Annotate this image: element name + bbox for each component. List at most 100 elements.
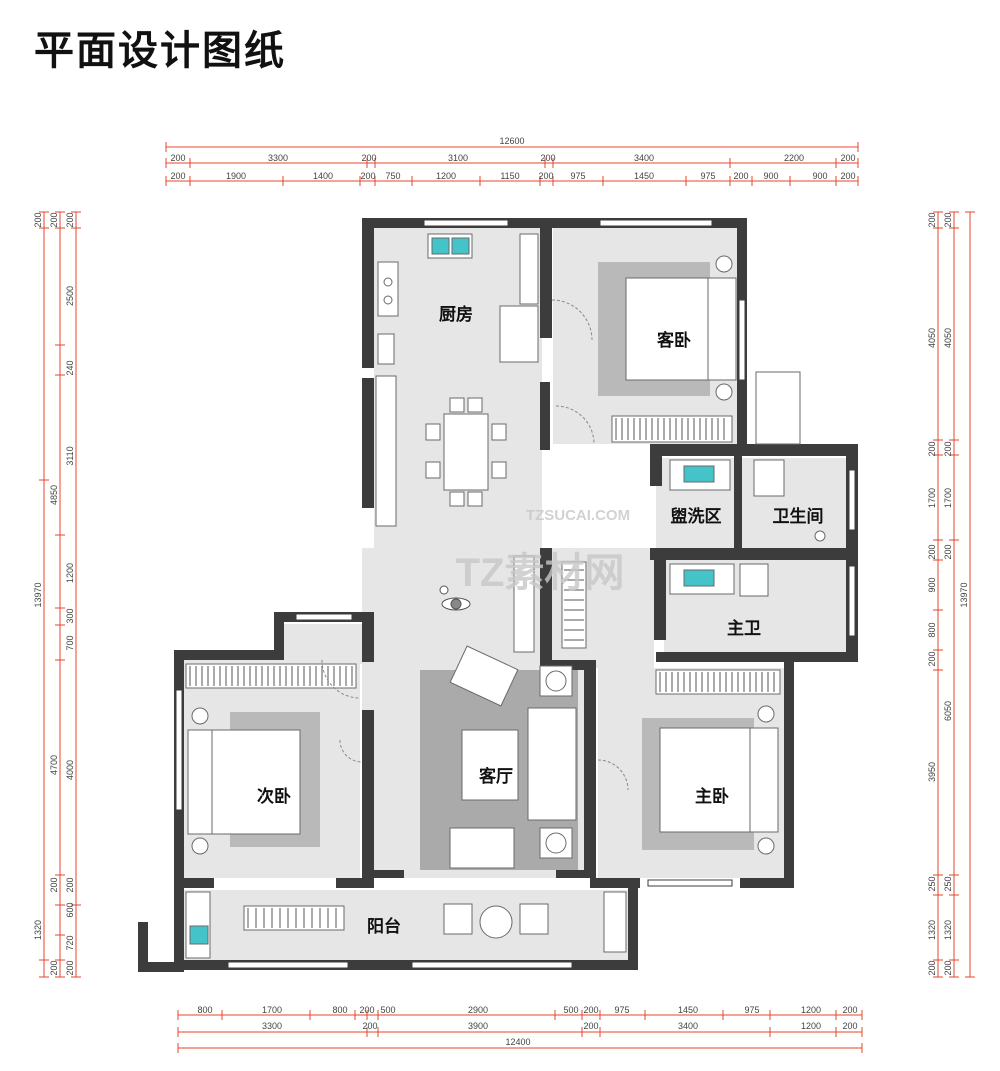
lounge-chair [443, 903, 473, 935]
dim-label: 200 [583, 1005, 598, 1015]
plant [545, 670, 567, 692]
wall [174, 650, 284, 660]
right-dimensions: 200 4050 200 1700 200 900 800 200 6050 3… [927, 212, 969, 975]
balcony-shelf [603, 891, 627, 953]
plant [545, 832, 567, 854]
wall [362, 378, 374, 508]
dim-label: 800 [927, 622, 937, 637]
dimension-lines [43, 146, 971, 1049]
dim-label: 1320 [927, 920, 937, 940]
headboard [707, 277, 737, 381]
dim-label: 200 [927, 544, 937, 559]
dim-label: 200 [943, 441, 953, 456]
room-label-guest-bedroom: 客卧 [656, 330, 691, 351]
window [647, 879, 733, 887]
dim-label: 200 [842, 1021, 857, 1031]
dim-label: 200 [170, 153, 185, 163]
pantry [519, 233, 539, 305]
dim-label: 700 [65, 635, 75, 650]
door-swing [339, 739, 363, 763]
top-dimensions: 12600 200 3300 200 3100 200 3400 2200 20… [170, 136, 855, 181]
window [848, 565, 856, 637]
wall [336, 878, 374, 888]
nightstand [757, 705, 775, 723]
burner [383, 277, 393, 287]
dim-label: 250 [927, 876, 937, 891]
dim-label: 200 [170, 171, 185, 181]
dim-label: 3300 [268, 153, 288, 163]
chair [425, 461, 441, 479]
room-label-kitchen: 厨房 [439, 304, 473, 325]
nightstand [715, 383, 733, 401]
door-swing [321, 659, 361, 699]
dim-label: 1450 [634, 171, 654, 181]
stove [377, 261, 399, 317]
wall [174, 960, 638, 970]
ac-unit [755, 371, 801, 445]
wall [362, 218, 374, 368]
left-total: 13970 [33, 582, 43, 607]
wall [584, 668, 596, 878]
vanity-basin [683, 465, 715, 483]
window [848, 469, 856, 531]
dim-label: 200 [49, 877, 59, 892]
dim-label: 600 [65, 902, 75, 917]
room-label-second-bedroom: 次卧 [257, 786, 291, 807]
wall [362, 710, 374, 888]
chair [491, 423, 507, 441]
dim-label: 1320 [33, 920, 43, 940]
wall [656, 652, 858, 662]
dim-label: 200 [943, 212, 953, 227]
wall [650, 548, 858, 560]
dim-label: 975 [614, 1005, 629, 1015]
dim-label: 975 [570, 171, 585, 181]
wall [650, 444, 858, 456]
round-table [479, 905, 513, 939]
wall [740, 878, 794, 888]
dim-label: 200 [927, 651, 937, 666]
window [175, 689, 183, 811]
laundry-cabinet [185, 891, 211, 959]
dim-label: 3400 [634, 153, 654, 163]
wall [734, 456, 742, 548]
wall [590, 878, 640, 888]
cabinet [499, 305, 539, 363]
guest-bed [625, 277, 711, 381]
dim-label: 200 [927, 441, 937, 456]
dim-label: 200 [927, 212, 937, 227]
dim-label: 200 [33, 212, 43, 227]
window [295, 613, 353, 621]
window [227, 961, 349, 969]
wardrobe-hatching [189, 418, 775, 928]
shower-drain [814, 530, 826, 542]
chair [425, 423, 441, 441]
vanity [669, 459, 731, 491]
dining-table [443, 413, 489, 491]
watermark: TZSUCAI.COM TZ素材网 [456, 507, 631, 595]
nightstand [191, 837, 209, 855]
room-label-master-bedroom: 主卧 [695, 786, 729, 807]
wall [540, 660, 596, 670]
dim-label: 200 [359, 1005, 374, 1015]
wall [628, 878, 638, 970]
sofa [527, 707, 577, 821]
dim-label: 1200 [436, 171, 456, 181]
watermark-logo: TZ素材网 [456, 551, 625, 595]
wall [540, 548, 552, 668]
furniture [185, 233, 826, 959]
dim-label: 900 [812, 171, 827, 181]
left-dimensions: 13970 200 4850 4700 200 200 200 2500 240… [33, 212, 75, 975]
chair [491, 461, 507, 479]
bottom-dimensions: 800 1700 800 200 500 2900 500 200 975 14… [197, 1005, 857, 1047]
window [599, 219, 713, 227]
storage-rack [243, 905, 345, 931]
dim-label: 975 [700, 171, 715, 181]
dim-label: 2900 [468, 1005, 488, 1015]
top-total: 12600 [499, 136, 524, 146]
dim-label: 1400 [313, 171, 333, 181]
dim-label: 200 [943, 544, 953, 559]
dim-label: 200 [65, 212, 75, 227]
nightstand [191, 707, 209, 725]
laundry-sink [189, 925, 209, 945]
bottom-total: 12400 [505, 1037, 530, 1047]
